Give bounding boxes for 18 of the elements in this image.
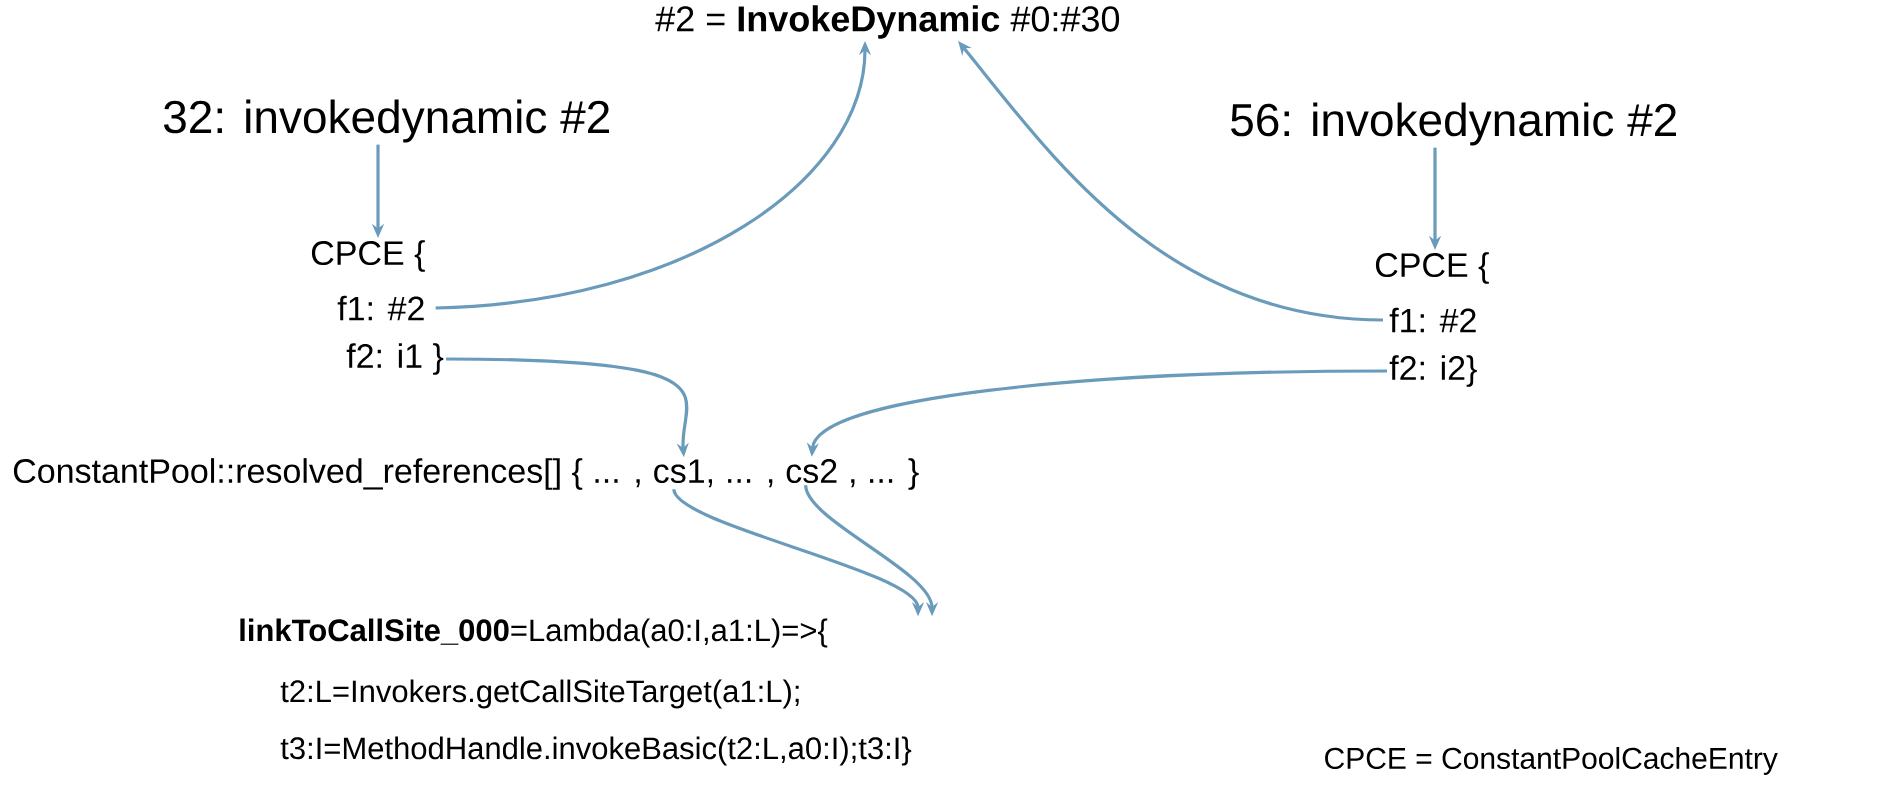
code-text: CPCE { (1375, 252, 1489, 284)
code-text: cs1, (654, 459, 712, 488)
code-text: t3:I=MethodHandle.invokeBasic(t2:L,a0:I);t3:I} (280, 736, 912, 766)
note-text: CPCE = ConstantPoolCacheEntry (1325, 747, 1778, 775)
code-text: t2:L=Invokers.getCallSiteTarget(a1:L); (280, 679, 799, 709)
code-text: f1: #2 (1389, 307, 1476, 333)
code-text: f2: i2} (1389, 355, 1477, 387)
instruction-text: 56: invokedynamic #2 (1231, 102, 1676, 146)
heading-text: #2 = InvokeDynamic #0:#30 (655, 5, 1120, 39)
code-text: linkToCallSite_000=Lambda(a0:I,a1:L)=>{ (240, 618, 828, 648)
instruction-text: 32: invokedynamic #2 (163, 99, 609, 143)
code-text: CPCE { (311, 240, 425, 272)
code-text: ... , (728, 479, 773, 488)
code-text: f2: i1 } (346, 343, 444, 375)
code-text: cs2 (786, 459, 837, 484)
code-text: ConstantPool::resolved_references[] { ... , (13, 458, 640, 490)
code-text: , ... } (851, 458, 919, 490)
code-text: f1: #2 (337, 295, 424, 321)
